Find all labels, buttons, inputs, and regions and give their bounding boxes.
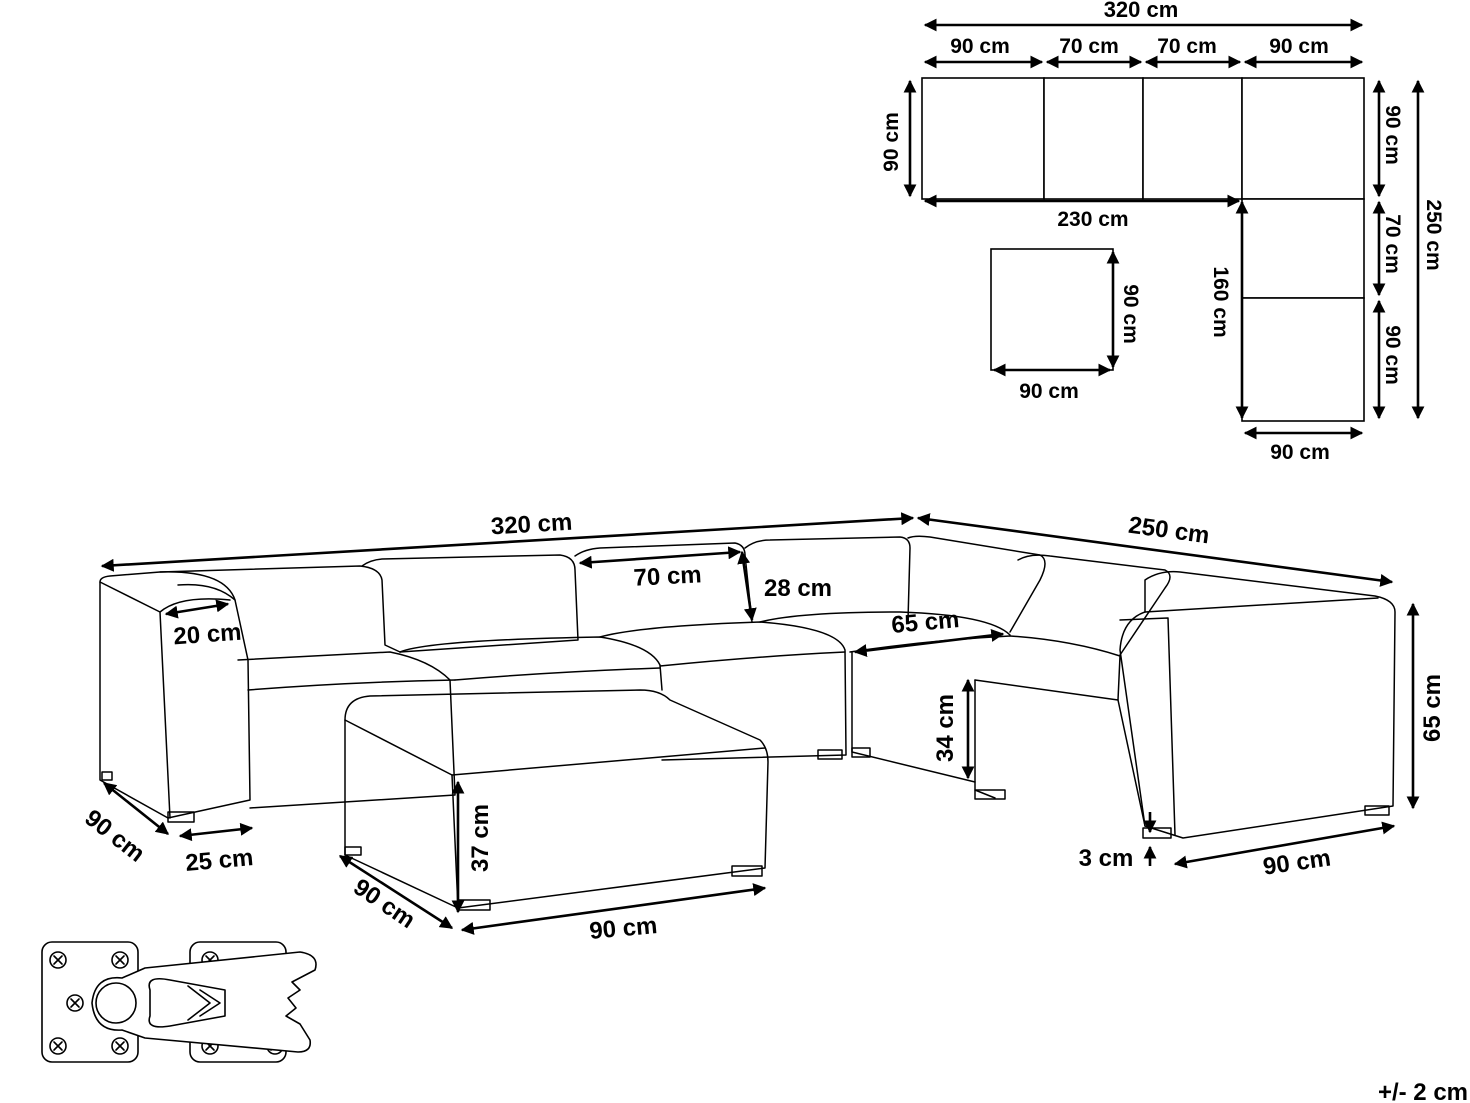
leg-height-label: 3 cm (1079, 845, 1134, 872)
right-depth-arrow (1173, 821, 1396, 869)
back-cushion-6 (1017, 554, 1171, 656)
seat-3-front (659, 651, 846, 667)
plan-module-1 (921, 77, 1045, 200)
plan-seg4-label: 90 cm (1269, 35, 1329, 58)
back-height-label: 28 cm (764, 575, 832, 602)
leg-offset-arrow (178, 822, 254, 842)
arm-width-label: 20 cm (173, 619, 243, 651)
right-seat-leg (974, 789, 1006, 800)
ottoman-depth-arrow (338, 854, 454, 930)
plan-right-seg3-label: 90 cm (1381, 325, 1404, 385)
total-right-arrow (916, 513, 1394, 587)
ottoman-depth-label: 90 cm (348, 874, 420, 934)
left-seat-front (247, 679, 456, 691)
right-arm-front (1119, 617, 1176, 836)
ottoman-width-label: 90 cm (588, 912, 658, 945)
right-arm-seat-edge (1117, 699, 1146, 827)
back-seat-width-label: 70 cm (633, 561, 702, 592)
corner-leg (851, 747, 871, 758)
seat-2-front (454, 667, 661, 681)
left-seat (237, 651, 456, 809)
corner-seat-width-arrow (853, 628, 1005, 658)
floor-plan: 320 cm 90 cm 70 cm 70 cm 90 cm 90 cm 230… (880, 0, 1445, 464)
total-left-label: 320 cm (490, 509, 573, 541)
perspective-dimensions: 320 cm 250 cm 70 cm 28 cm 20 cm 65 cm 34… (79, 509, 1446, 945)
ottoman-top-edge (344, 719, 766, 776)
connector-clip-detail (41, 941, 317, 1063)
seat-2-top (399, 636, 663, 691)
right-arm-top (1144, 597, 1379, 613)
left-leg-back (101, 771, 113, 781)
plan-left-depth-label: 90 cm (880, 112, 903, 172)
plan-seg1-label: 90 cm (950, 35, 1010, 58)
seat-5 (974, 635, 1121, 701)
corner-seat-width-label: 65 cm (890, 606, 960, 639)
ottoman-leg-left (344, 846, 362, 856)
total-right-label: 250 cm (1127, 512, 1211, 550)
plan-top-total-label: 320 cm (1104, 0, 1179, 22)
left-depth-label: 90 cm (79, 805, 149, 868)
plan-module-3 (1142, 77, 1243, 200)
plan-module-2 (1043, 77, 1144, 200)
left-arm-outline (99, 571, 251, 819)
seat-5-front (974, 679, 996, 799)
right-depth-label: 90 cm (1261, 844, 1332, 880)
plan-inner-height-label: 160 cm (1209, 266, 1232, 337)
arm-width-arrow (164, 599, 230, 619)
plan-ottoman-width-label: 90 cm (1019, 380, 1079, 403)
plan-module-corner (1241, 77, 1365, 200)
plan-right-seg1-label: 90 cm (1381, 105, 1404, 165)
clip-slot (148, 977, 226, 1028)
ottoman-outline (344, 689, 769, 909)
leg-offset-label: 25 cm (184, 844, 254, 877)
plan-ottoman-height-label: 90 cm (1119, 284, 1142, 344)
ottoman-width-arrow (460, 883, 767, 935)
plan-right-seg2-label: 70 cm (1381, 214, 1404, 274)
plan-seg2-label: 70 cm (1059, 35, 1119, 58)
left-arm-front-edge (99, 581, 171, 819)
clip-pivot (95, 982, 137, 1024)
ottoman-leg-right (731, 865, 763, 877)
plan-right-total-label: 250 cm (1422, 199, 1445, 270)
ottoman-height-label: 37 cm (467, 804, 494, 872)
clip-teeth (187, 985, 221, 1021)
back-height-arrow (737, 550, 757, 622)
plan-module-6 (1241, 297, 1365, 422)
left-arm-inner (177, 583, 236, 601)
right-leg (1142, 827, 1172, 839)
seat-height-label: 34 cm (932, 694, 959, 762)
left-depth-arrow (102, 781, 170, 836)
back-seat-width-arrow (578, 546, 742, 569)
total-left-arrow (100, 512, 915, 572)
plan-ottoman (990, 248, 1114, 371)
plan-bottom-width-label: 90 cm (1270, 441, 1330, 464)
right-leg-back (1364, 805, 1390, 816)
total-height-label: 65 cm (1419, 674, 1446, 742)
plan-module-5 (1241, 198, 1365, 299)
middle-leg (817, 749, 843, 760)
tolerance-note: +/- 2 cm (1378, 1079, 1468, 1103)
plan-seg3-label: 70 cm (1157, 35, 1217, 58)
corner-seat-top (759, 611, 1011, 636)
plan-inner-length-label: 230 cm (1057, 208, 1128, 231)
back-cushion-2 (361, 554, 579, 653)
seat-3 (599, 621, 847, 761)
